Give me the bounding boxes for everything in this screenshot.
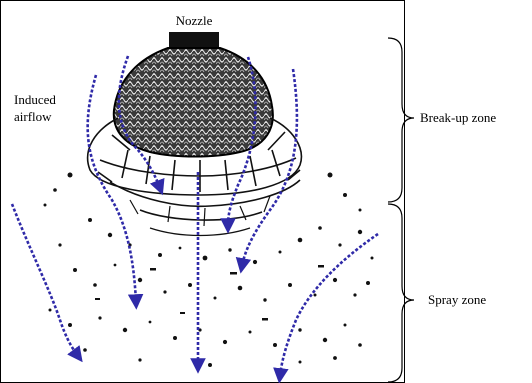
induced-airflow-label-line2: airflow (14, 109, 52, 124)
spray-zone-brace (388, 204, 414, 382)
airflow-arrow (280, 234, 378, 376)
breakup-zone-brace (388, 38, 414, 202)
spray-droplets (44, 173, 374, 368)
breakup-zone-label: Break-up zone (420, 110, 496, 125)
induced-airflow-label-line1: Induced (14, 92, 56, 107)
nozzle-label: Nozzle (176, 13, 213, 28)
airflow-arrow (12, 204, 78, 356)
spray-zone-label: Spray zone (428, 292, 486, 307)
